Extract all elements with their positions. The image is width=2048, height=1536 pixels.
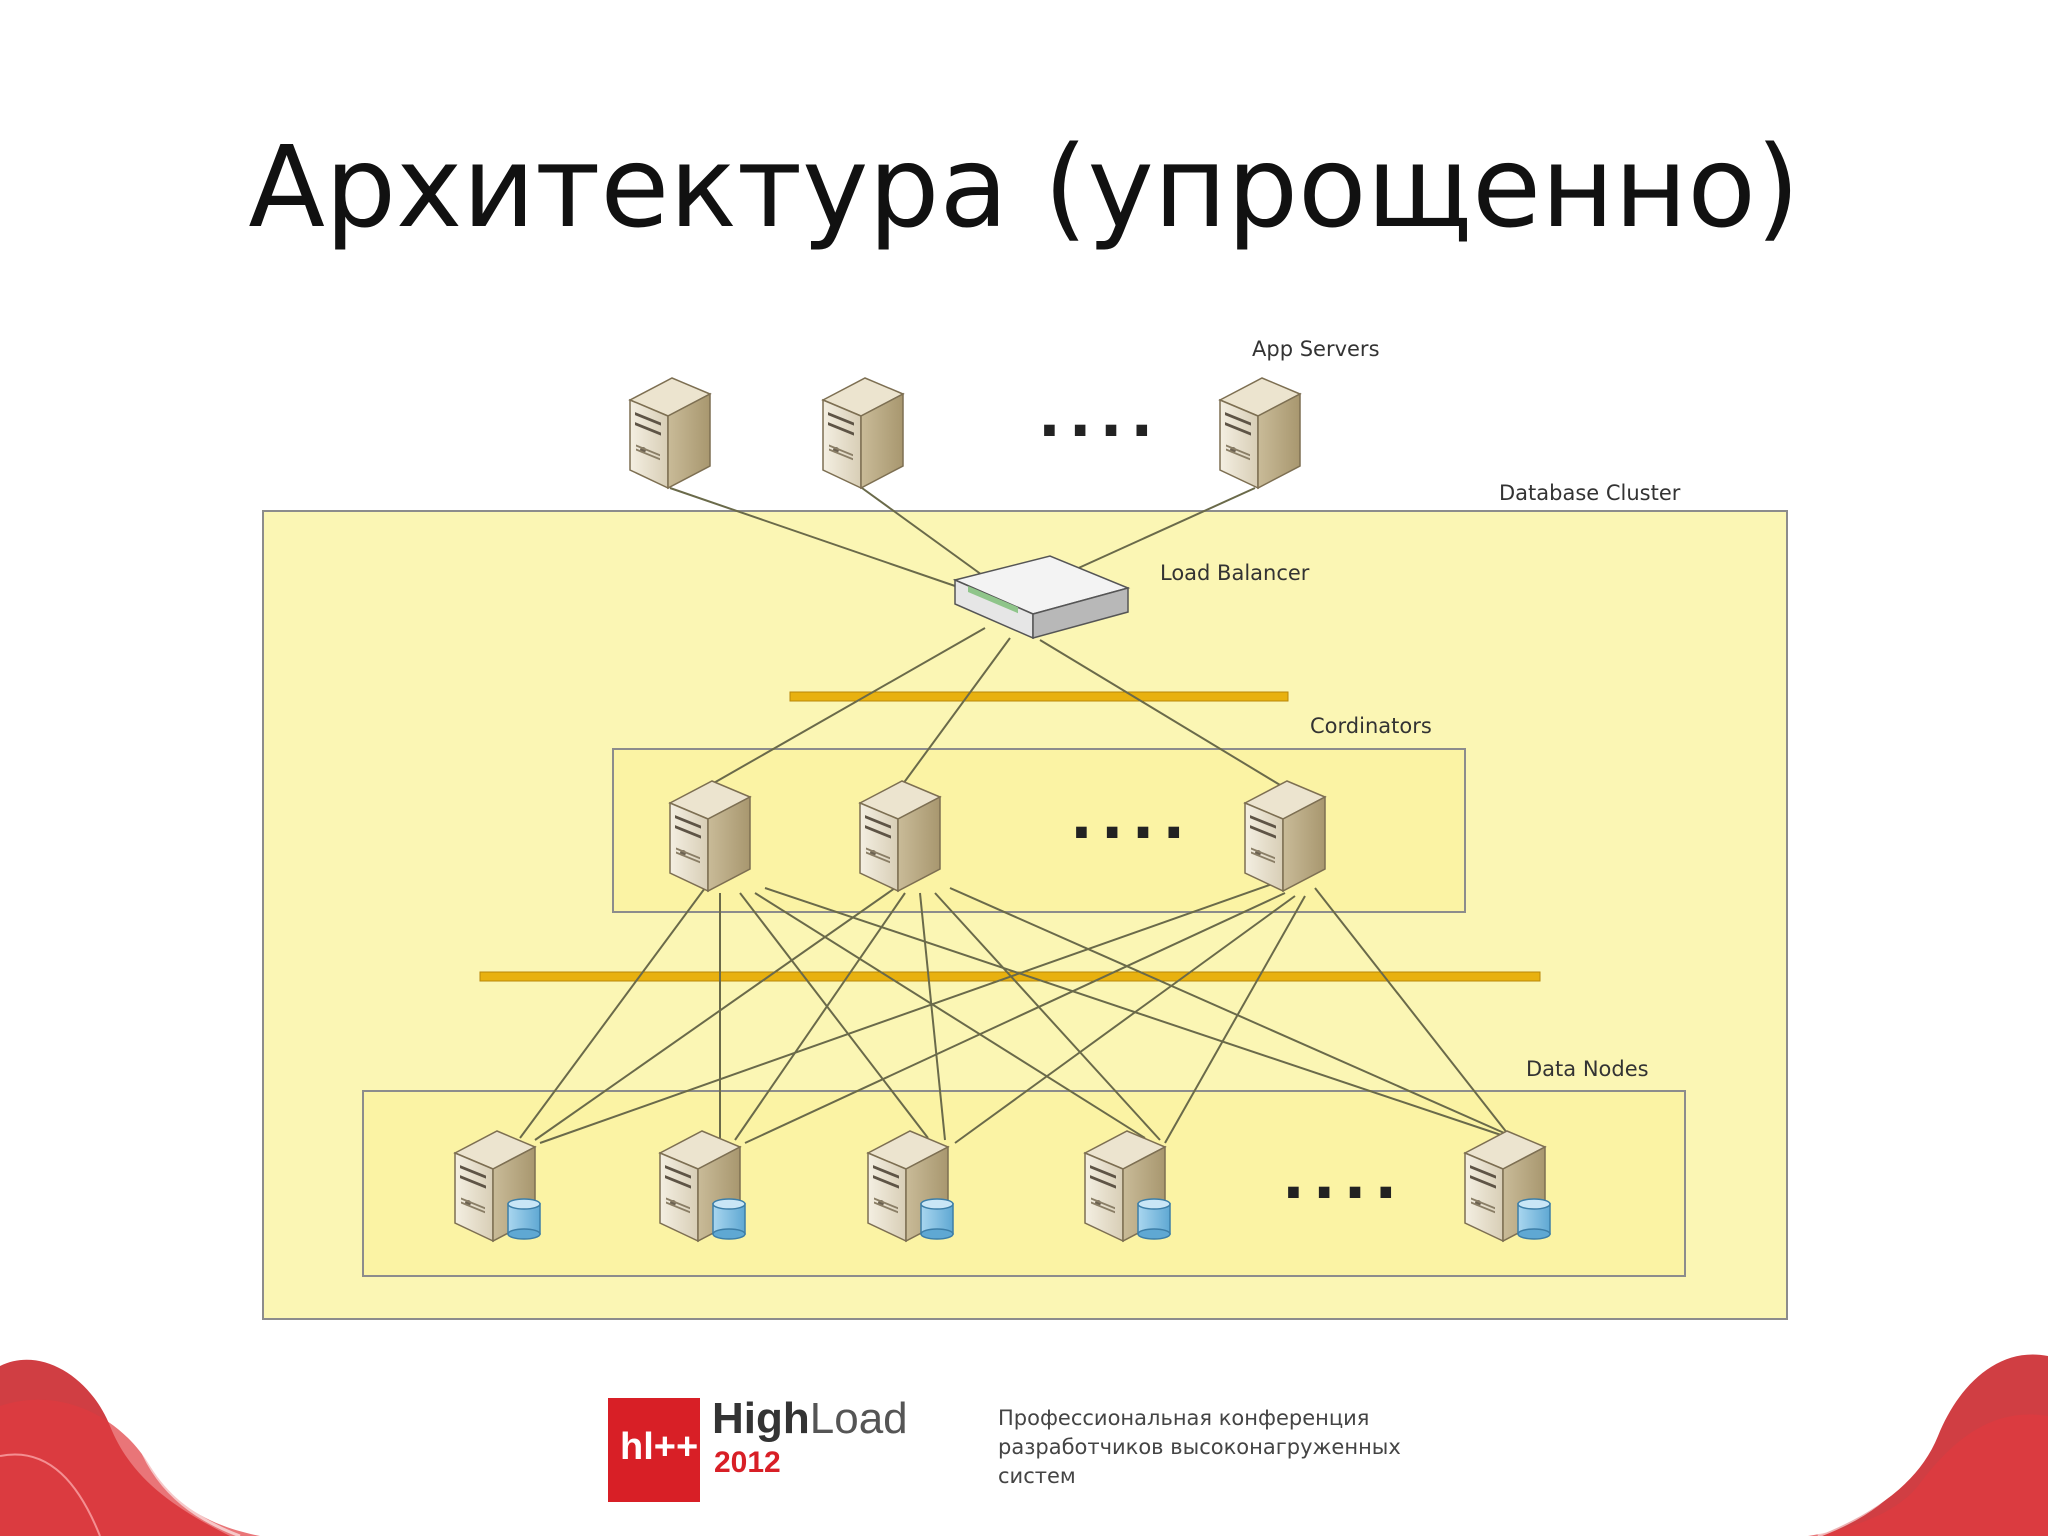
data-node-2 (659, 1130, 746, 1242)
load-balancer-label: Load Balancer (1160, 561, 1310, 585)
tagline-line-2: разработчиков высоконагруженных (998, 1435, 1401, 1459)
data-node-5-database-icon (1517, 1198, 1551, 1240)
connection-lines (519, 487, 1521, 1144)
app-servers-label: App Servers (1252, 337, 1380, 361)
data-nodes-ellipsis: .... (1282, 1143, 1405, 1213)
data-node-1 (454, 1130, 541, 1242)
app-servers-ellipsis: .... (1038, 381, 1161, 451)
brand-light: Load (809, 1394, 908, 1443)
coordinators-ellipsis: .... (1070, 783, 1193, 853)
highload-logo-mark: hl++ (608, 1398, 700, 1502)
app-server-3-icon (1219, 377, 1301, 489)
highload-brand-name: HighLoad (712, 1394, 908, 1444)
data-nodes-label: Data Nodes (1526, 1057, 1649, 1081)
app-server-2-icon (822, 377, 904, 489)
data-node-4 (1084, 1130, 1171, 1242)
slide-title: Архитектура (упрощенно) (248, 123, 1800, 253)
brand-bold: High (712, 1394, 810, 1443)
highload-logo-mark-text: hl++ (620, 1426, 699, 1468)
tagline-line-3: систем (998, 1464, 1076, 1488)
data-node-2-database-icon (712, 1198, 746, 1240)
coordinator-3-icon (1244, 780, 1326, 892)
tagline-line-1: Профессиональная конференция (998, 1406, 1370, 1430)
upper-bus-bar (789, 691, 1289, 702)
right-red-swirl-decoration (1808, 1344, 2048, 1536)
coordinator-1-icon (669, 780, 751, 892)
conference-year: 2012 (714, 1446, 781, 1479)
data-node-3-database-icon (920, 1198, 954, 1240)
data-node-4-database-icon (1137, 1198, 1171, 1240)
app-server-1-icon (629, 377, 711, 489)
data-node-1-database-icon (507, 1198, 541, 1240)
load-balancer-icon (952, 555, 1131, 640)
conference-tagline: Профессиональная конференция разработчик… (998, 1404, 1458, 1491)
left-red-swirl-decoration (0, 1343, 260, 1536)
data-node-5 (1464, 1130, 1551, 1242)
coordinator-2-icon (859, 780, 941, 892)
coordinators-label: Cordinators (1310, 714, 1432, 738)
database-cluster-label: Database Cluster (1499, 481, 1681, 505)
architecture-diagram: .... .... (200, 318, 1850, 1338)
data-node-3 (867, 1130, 954, 1242)
